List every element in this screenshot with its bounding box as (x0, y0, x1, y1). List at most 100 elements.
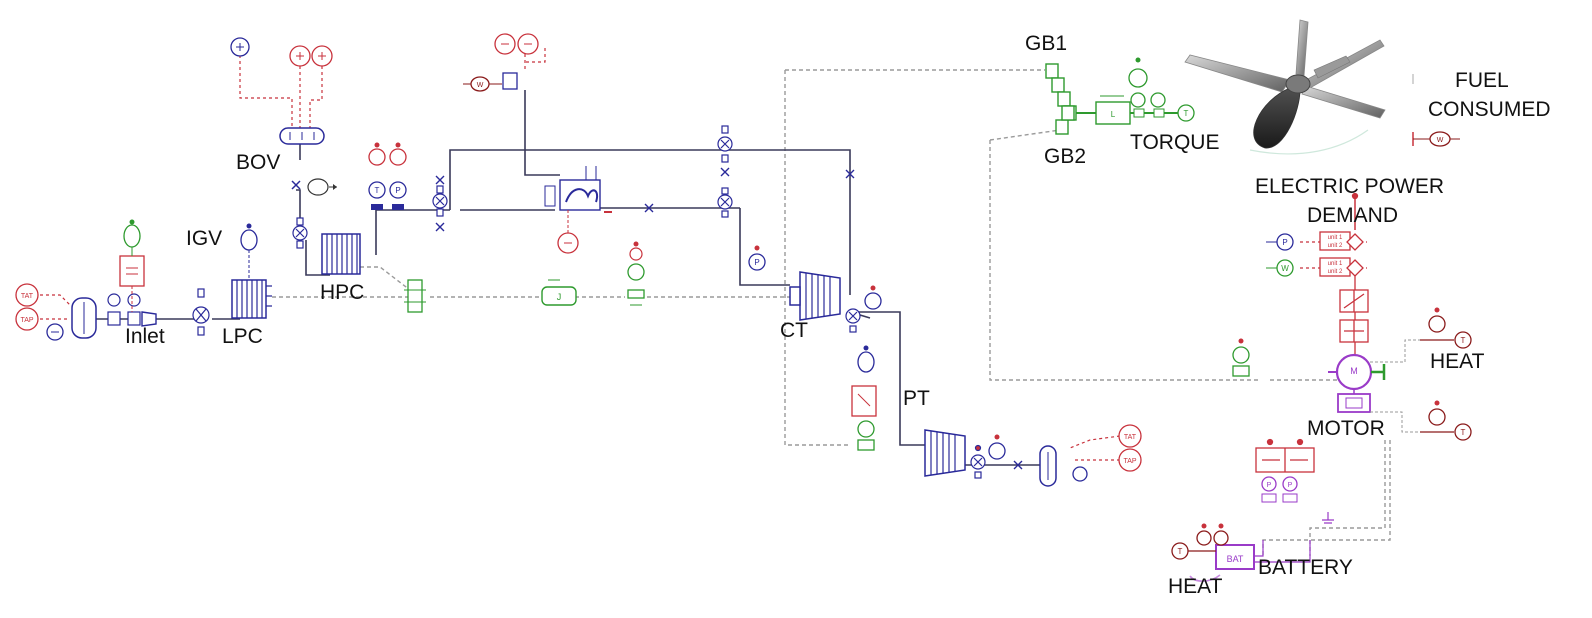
ct-turbine (789, 271, 841, 321)
gas-path-lines (96, 90, 1040, 466)
battery: BAT (1189, 540, 1311, 582)
fuel-label-line1: FUEL (1455, 69, 1509, 92)
ct-out-valve (845, 308, 861, 333)
ambient-block (71, 297, 97, 339)
pt-label: PT (903, 387, 930, 410)
fuel-injector (502, 72, 518, 90)
motor-heat-sensor-top: T (1420, 307, 1472, 349)
hpc-label: HPC (320, 281, 365, 304)
torque-label: TORQUE (1130, 131, 1220, 154)
svg-text:TAP: TAP (1123, 458, 1136, 465)
svg-text:unit 1: unit 1 (1328, 261, 1343, 267)
tat-sensor: TAT (15, 283, 39, 307)
ct-out-sensor (864, 285, 882, 310)
fuel-label-line2: CONSUMED (1428, 98, 1551, 121)
electric-demand-inputs: P W (1266, 233, 1294, 277)
svg-text:unit 2: unit 2 (1328, 243, 1343, 249)
svg-text:TAP: TAP (20, 317, 33, 324)
bov-mixer-valve (292, 217, 308, 249)
tat-out-sensor: TAT (1118, 424, 1142, 448)
tap-sensor: TAP (15, 307, 39, 331)
hpc-bleed-valve (432, 185, 448, 217)
ground-icon (1322, 512, 1334, 524)
hpc-shaft-coupling (404, 279, 426, 313)
pt-fuel-sensor (857, 345, 875, 373)
svg-text:P: P (754, 258, 759, 267)
fuel-flow-sensor: W (463, 76, 502, 92)
exhaust-block (1039, 445, 1057, 487)
lpc-label: LPC (222, 325, 263, 348)
svg-text:P: P (395, 186, 400, 195)
battery-heat-sensor: T (1171, 523, 1229, 560)
speed-sensor-icon (46, 323, 64, 341)
svg-text:W: W (477, 82, 484, 89)
svg-text:BAT: BAT (1227, 554, 1244, 564)
hpc-out-sensors: T P (368, 142, 407, 210)
battery-converter-blocks (1255, 438, 1315, 473)
pt-switch-block (851, 385, 877, 451)
svg-text:W: W (1281, 264, 1289, 273)
tap-out-sensor: TAP (1118, 448, 1142, 472)
svg-text:J: J (557, 292, 562, 302)
svg-text:P: P (1288, 482, 1293, 489)
gb1-label: GB1 (1025, 32, 1068, 55)
svg-text:W: W (1437, 137, 1444, 144)
combustor-sensors-top (494, 33, 539, 55)
svg-text:T: T (1461, 428, 1466, 437)
inlet-green-sensor (123, 219, 141, 256)
svg-text:TAT: TAT (21, 293, 34, 300)
bov-sensor-blue (230, 37, 250, 57)
hpc-bleed-x (435, 175, 445, 232)
shaft-speed-sensor (627, 241, 645, 306)
bov-sensor-red-2 (311, 45, 333, 67)
gearbox-gb2 (1055, 105, 1075, 135)
motor-speed-sensor (1232, 338, 1250, 377)
lpc-compressor (231, 279, 272, 319)
pt-out-x (1013, 460, 1023, 470)
igv-label: IGV (186, 227, 223, 250)
combustor-out-x (644, 203, 654, 213)
fuel-consumed-sensor: W (1412, 131, 1460, 147)
electric-demand-label-line2: DEMAND (1307, 204, 1399, 227)
heat-battery-label: HEAT (1168, 575, 1223, 598)
gb2-label: GB2 (1044, 145, 1087, 168)
propeller-image (1184, 19, 1414, 155)
bov-gain-icon (307, 178, 337, 196)
svg-text:L: L (1111, 110, 1116, 119)
svg-text:T: T (1184, 109, 1189, 118)
svg-text:unit 2: unit 2 (1328, 269, 1343, 275)
electric-demand-label-line1: ELECTRIC POWER (1255, 175, 1445, 198)
ct-mixer-valve (717, 187, 733, 218)
motor-heat-sensor-bottom: T (1420, 400, 1472, 441)
svg-text:unit 1: unit 1 (1328, 235, 1343, 241)
hpc-compressor (321, 233, 361, 275)
combustor (544, 166, 612, 213)
svg-text:T: T (1461, 336, 1466, 345)
combustor-sensor-bottom (557, 210, 579, 254)
svg-text:M: M (1350, 366, 1358, 376)
igv-sensor (240, 223, 258, 280)
torque-sensors: T (1128, 57, 1195, 122)
bov-valve (291, 180, 301, 190)
bov-sensor-red-1 (289, 45, 311, 67)
bov-label: BOV (236, 151, 281, 174)
inlet-duct (141, 311, 157, 327)
heat-motor-label: HEAT (1430, 350, 1485, 373)
exhaust-speed-icon (1072, 466, 1088, 482)
svg-text:T: T (1178, 547, 1183, 556)
ct-pressure-sensor: P (748, 245, 766, 271)
motor-label: MOTOR (1307, 417, 1385, 440)
inlet-sensors (107, 293, 141, 326)
ct-cooling-valve-top (717, 125, 733, 163)
electric-demand-blocks: unit 1 unit 2 unit 1 unit 2 (1319, 192, 1369, 356)
motor: M (1328, 339, 1420, 433)
inertia-block: J (541, 279, 577, 306)
battery-label: BATTERY (1258, 556, 1353, 579)
ct-label: CT (780, 319, 808, 342)
inlet-heater-block (119, 255, 145, 312)
svg-text:P: P (1267, 482, 1272, 489)
svg-text:T: T (375, 186, 380, 195)
svg-text:TAT: TAT (1124, 434, 1137, 441)
svg-text:P: P (1282, 238, 1287, 247)
